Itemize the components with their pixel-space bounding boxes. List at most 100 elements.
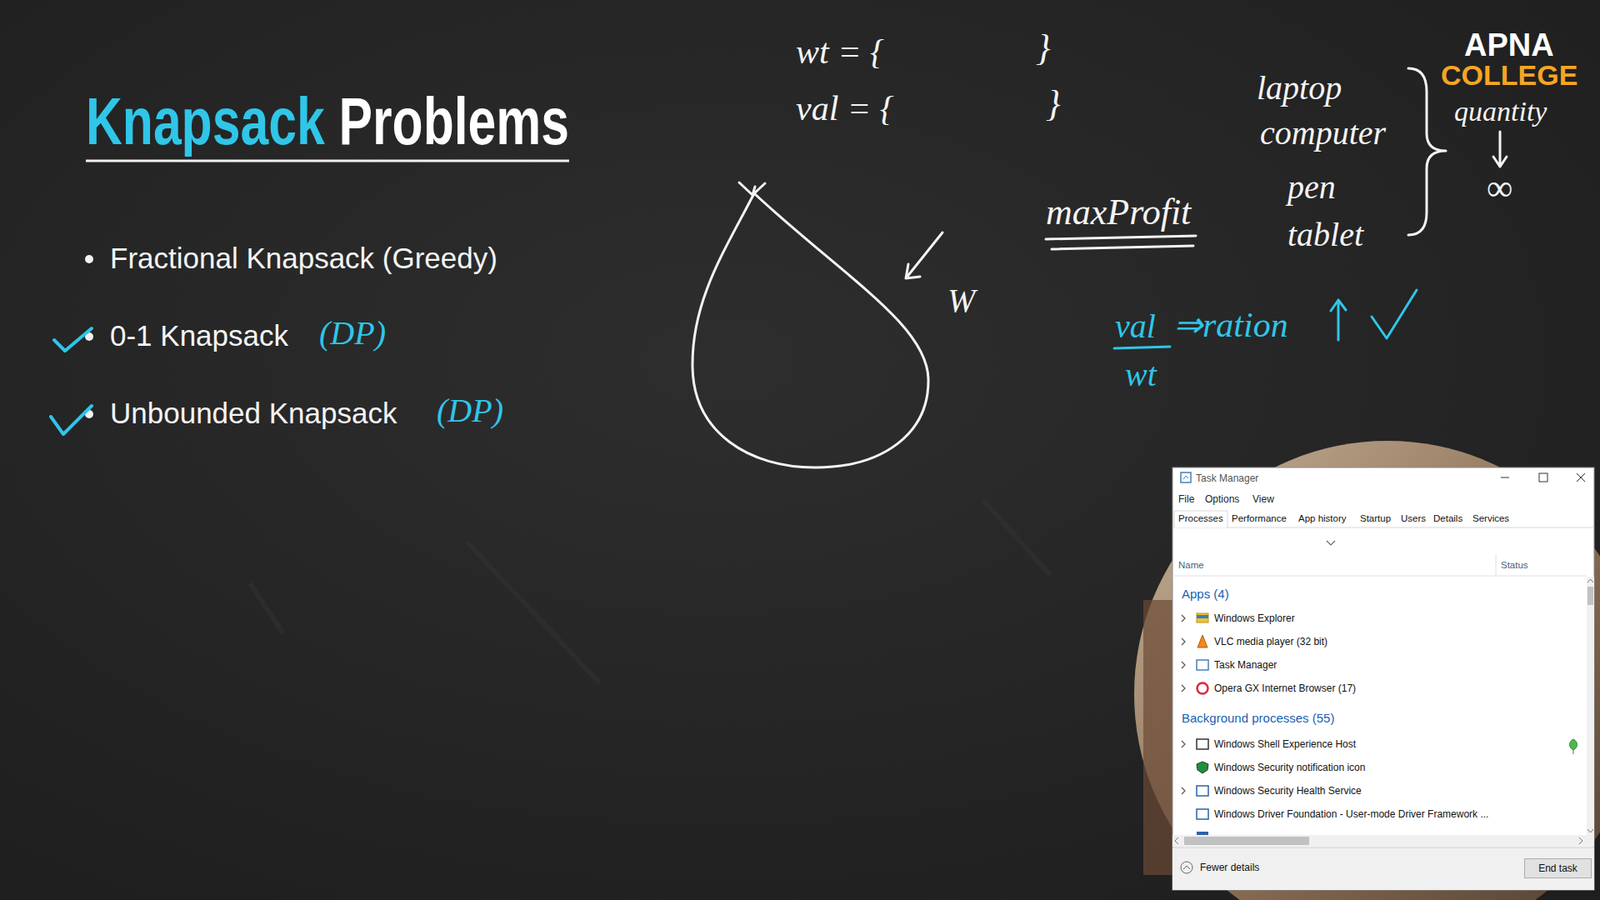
menu-item: Options — [1205, 493, 1240, 505]
handwritten-note: (DP) — [319, 313, 386, 354]
menu-item: File — [1178, 493, 1195, 505]
tab-label: Performance — [1231, 513, 1287, 525]
slide-title: Knapsack Problems — [85, 86, 570, 157]
handwritten-note: (DP) — [436, 390, 504, 431]
expand-chevrons — [1181, 615, 1185, 795]
header-line — [1172, 575, 1587, 577]
process-icon — [1196, 739, 1209, 750]
chalk-smudge — [250, 500, 1050, 684]
opera-icon — [1197, 683, 1209, 695]
fraction-part: wt — [1125, 355, 1157, 395]
minimize-button — [1500, 477, 1510, 479]
scroll-arrow — [1587, 579, 1594, 583]
leaf-icon — [1570, 739, 1578, 755]
title-underline — [85, 160, 570, 163]
footer-line — [1172, 847, 1595, 849]
column-header: Name — [1178, 560, 1205, 572]
check-mark — [50, 405, 92, 435]
vlc-icon — [1197, 635, 1208, 648]
handwritten-note: ⇒ration — [1173, 304, 1289, 346]
curly-brace — [1408, 68, 1446, 235]
tab-strip-line — [1172, 527, 1595, 529]
up-arrow — [1330, 300, 1346, 340]
row-chevron — [1181, 740, 1185, 748]
window-frame — [1172, 467, 1595, 890]
vertical-scrollbar — [1586, 576, 1595, 835]
bullet-dot — [85, 255, 94, 264]
bookshelf — [1143, 600, 1177, 875]
scroll-arrow — [1587, 829, 1594, 833]
app-icon-graph — [1183, 475, 1189, 480]
logo-text: APNA — [1464, 26, 1555, 65]
task-manager-window — [1172, 467, 1595, 890]
group-header: Apps (4) — [1181, 586, 1230, 602]
tab-label: App history — [1298, 513, 1347, 525]
bag-knot — [739, 182, 765, 195]
process-name: Task Manager — [1214, 659, 1277, 671]
scroll-arrow — [1579, 837, 1583, 845]
process-name: Windows Explorer — [1214, 612, 1295, 625]
process-icon — [1196, 809, 1209, 820]
folder-icon-band — [1196, 615, 1209, 619]
down-arrow — [1493, 131, 1507, 167]
bullet-text: 0-1 Knapsack — [110, 318, 289, 354]
handwritten-note: quantity — [1454, 95, 1547, 130]
row-chevron — [1181, 638, 1185, 645]
collapse-chevron — [1183, 865, 1190, 870]
item-name: tablet — [1287, 215, 1364, 255]
footer-link: Fewer details — [1200, 861, 1260, 874]
sort-chevron — [1326, 540, 1335, 545]
handwritten-brace: } — [1045, 82, 1061, 127]
selected-tab — [1174, 510, 1228, 528]
row-chevron — [1181, 685, 1185, 692]
process-name: Opera GX Internet Browser (17) — [1214, 682, 1356, 695]
taskmgr-icon — [1196, 660, 1209, 670]
column-header: Status — [1500, 560, 1529, 572]
close-button — [1576, 473, 1585, 482]
folder-icon — [1196, 613, 1209, 623]
process-icon — [1196, 785, 1209, 796]
footer-bar — [1172, 847, 1595, 890]
item-name: pen — [1287, 167, 1336, 208]
window-title: Task Manager — [1195, 472, 1259, 485]
check-mark — [54, 328, 92, 351]
menu-item: View — [1252, 493, 1275, 505]
process-name: Windows Driver Foundation - User-mode Dr… — [1214, 808, 1489, 820]
tab-label: Startup — [1360, 513, 1391, 525]
double-underline — [1045, 235, 1196, 250]
end-task-button: End task — [1524, 858, 1592, 879]
tab-label: Services — [1472, 513, 1510, 525]
app-icon — [1180, 472, 1191, 483]
infinity-sign: ∞ — [1486, 166, 1513, 211]
process-name: Windows Security Health Service — [1214, 785, 1362, 797]
row-chevron — [1181, 615, 1185, 622]
scroll-thumb — [1587, 586, 1594, 605]
column-separator — [1495, 554, 1497, 576]
handwritten-array: val = { — [795, 87, 894, 130]
scroll-thumb — [1184, 836, 1310, 845]
task-manager-window: Task ManagerFileOptionsViewProcessesPerf… — [1172, 467, 1595, 890]
handwritten-array: wt = { — [795, 30, 885, 73]
item-name: laptop — [1256, 68, 1342, 109]
process-name: Windows Security notification icon — [1214, 761, 1365, 774]
logo-text: COLLEGE — [1440, 58, 1578, 93]
shield-icon — [1196, 761, 1209, 774]
handwritten-note: maxProfit — [1045, 190, 1191, 235]
scroll-arrow — [1175, 837, 1179, 845]
ratio-marks — [1114, 290, 1417, 349]
tab-label: Processes — [1178, 513, 1224, 525]
tab-label: Details — [1433, 513, 1463, 525]
item-name: computer — [1260, 113, 1386, 154]
pointer-arrow — [905, 232, 943, 279]
row-chevron — [1181, 661, 1185, 669]
process-name: VLC media player (32 bit) — [1214, 635, 1328, 648]
process-name: Windows Shell Experience Host — [1214, 738, 1356, 750]
webcam-circle — [1134, 440, 1600, 900]
handwritten-brace: } — [1035, 26, 1051, 71]
capacity-label: W — [947, 280, 975, 321]
check-mark — [1371, 290, 1417, 339]
maximize-button — [1539, 473, 1548, 482]
horizontal-scrollbar — [1172, 835, 1595, 847]
fraction-line — [1114, 346, 1170, 349]
